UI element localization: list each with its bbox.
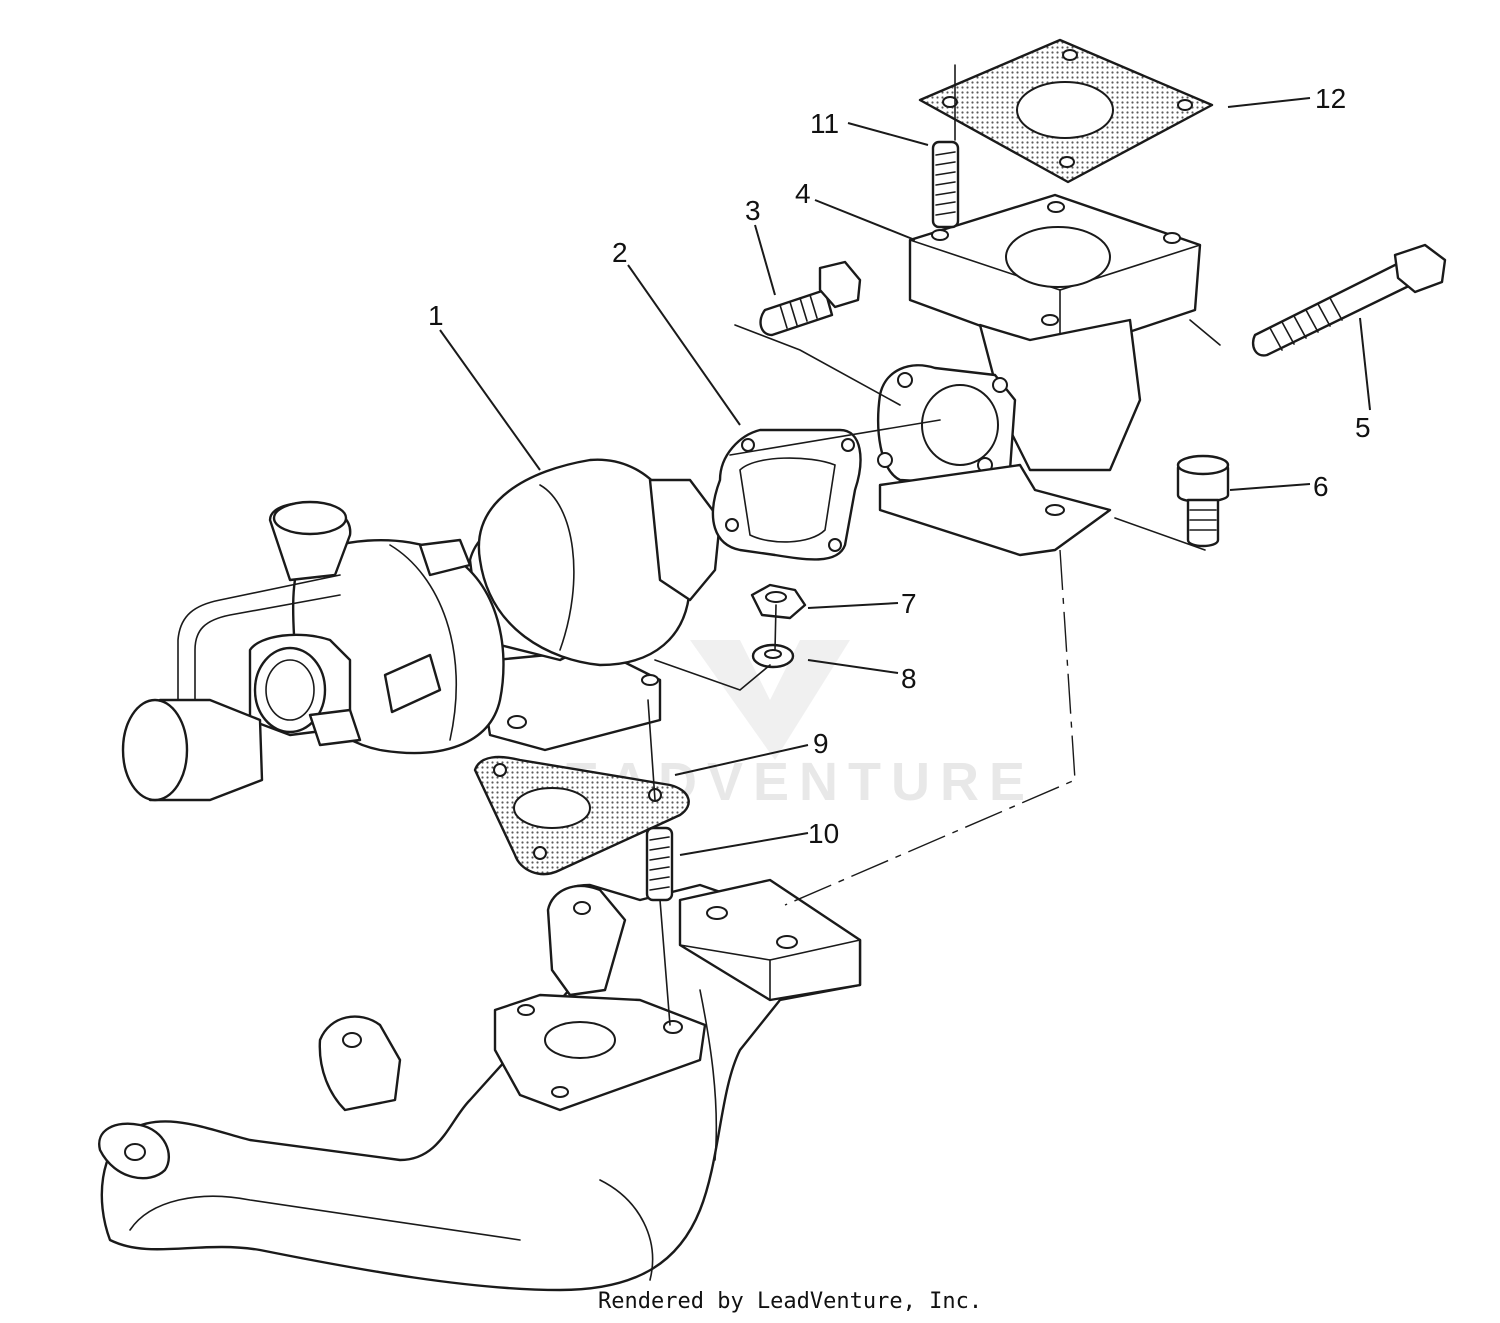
callout-5: 5 [1355,412,1371,443]
bolt-3 [759,260,862,337]
turbocharger [121,458,722,802]
gasket-12 [918,38,1214,184]
lock-washer-8 [751,643,795,669]
callout-4: 4 [795,178,811,209]
callout-7: 7 [901,588,917,619]
stud-10 [645,826,674,902]
assembly-lines [647,64,1221,1026]
nut-7 [750,583,807,620]
callout-11: 11 [810,108,839,139]
callout-2: 2 [612,237,628,268]
bolt-5 [1251,243,1447,357]
callout-10: 10 [808,818,839,849]
callout-3: 3 [745,195,761,226]
bolt-6 [1176,454,1230,548]
render-credit: Rendered by LeadVenture, Inc. [598,1289,982,1314]
callout-9: 9 [813,728,829,759]
callout-labels: 1 2 3 4 5 6 7 8 9 10 11 12 [428,83,1371,849]
callout-8: 8 [901,663,917,694]
exhaust-elbow [877,193,1202,557]
callout-1: 1 [428,300,444,331]
gasket-2 [711,428,862,561]
leader-lines [439,97,1371,856]
exhaust-manifold [98,878,862,1292]
callout-6: 6 [1313,471,1329,502]
callout-12: 12 [1315,83,1346,114]
stud-11 [931,140,960,229]
